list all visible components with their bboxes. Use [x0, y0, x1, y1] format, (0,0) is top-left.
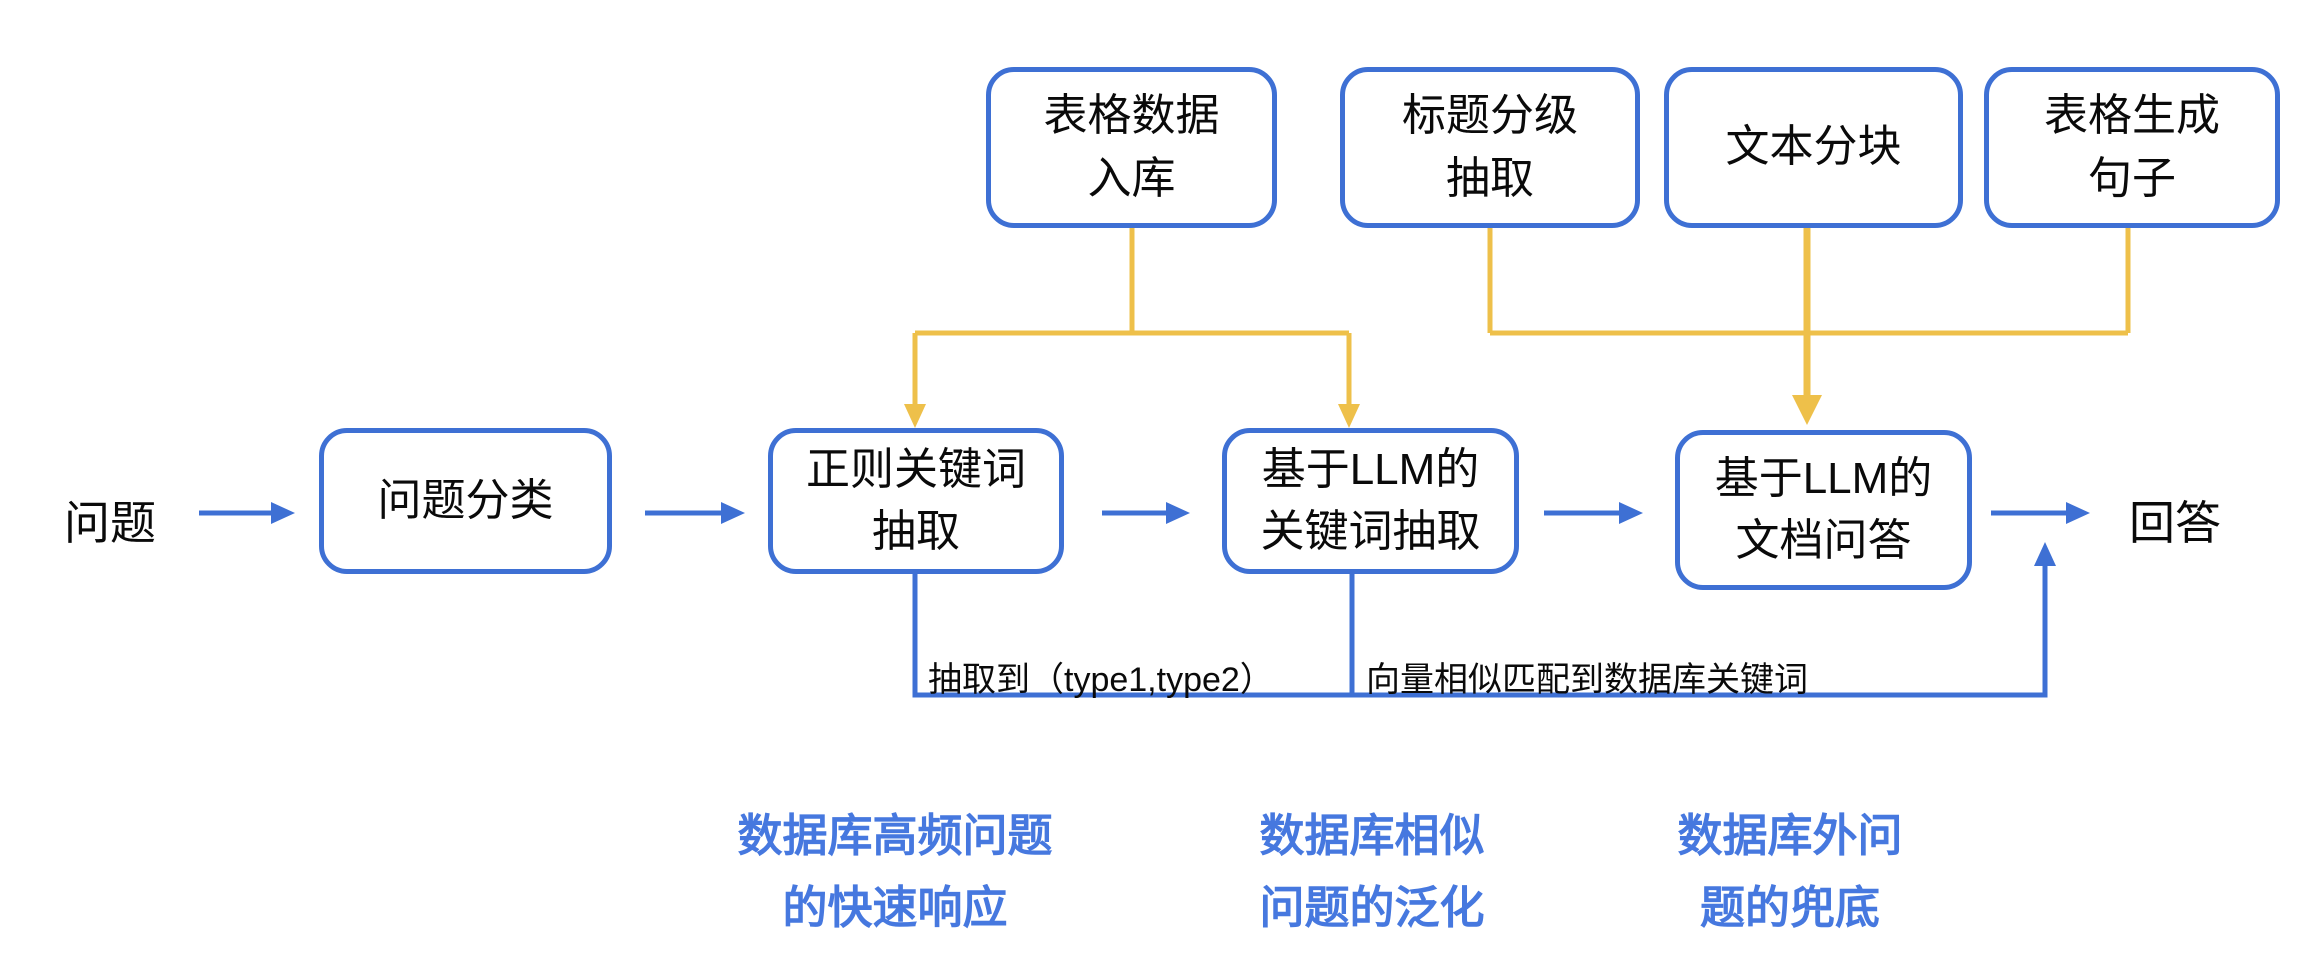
node-text-chunking: 文本分块 [1664, 67, 1963, 228]
edge-label-regex-result: 抽取到（type1,type2） [928, 661, 1274, 699]
node-llm-doc-qa: 基于LLM的 文档问答 [1675, 430, 1972, 590]
node-llm-keyword-extract: 基于LLM的 关键词抽取 [1222, 428, 1519, 574]
node-regex-keyword-extract: 正则关键词 抽取 [768, 428, 1064, 574]
label-question-input: 问题 [64, 497, 156, 549]
node-heading-level-extract: 标题分级 抽取 [1340, 67, 1640, 228]
edge-regex-bypass-to-answer [912, 542, 2056, 698]
caption-generalization: 数据库相似 问题的泛化 [1259, 810, 1485, 933]
edge-label-vector-match: 向量相似匹配到数据库关键词 [1366, 661, 1808, 699]
node-table-to-sentence: 表格生成 句子 [1984, 67, 2280, 228]
label-answer-output: 回答 [2129, 497, 2221, 549]
caption-fast-response: 数据库高频问题 的快速响应 [737, 810, 1053, 933]
caption-fallback: 数据库外问 题的兜底 [1677, 810, 1903, 933]
node-table-data-ingest: 表格数据 入库 [986, 67, 1277, 228]
node-question-classify: 问题分类 [319, 428, 612, 574]
